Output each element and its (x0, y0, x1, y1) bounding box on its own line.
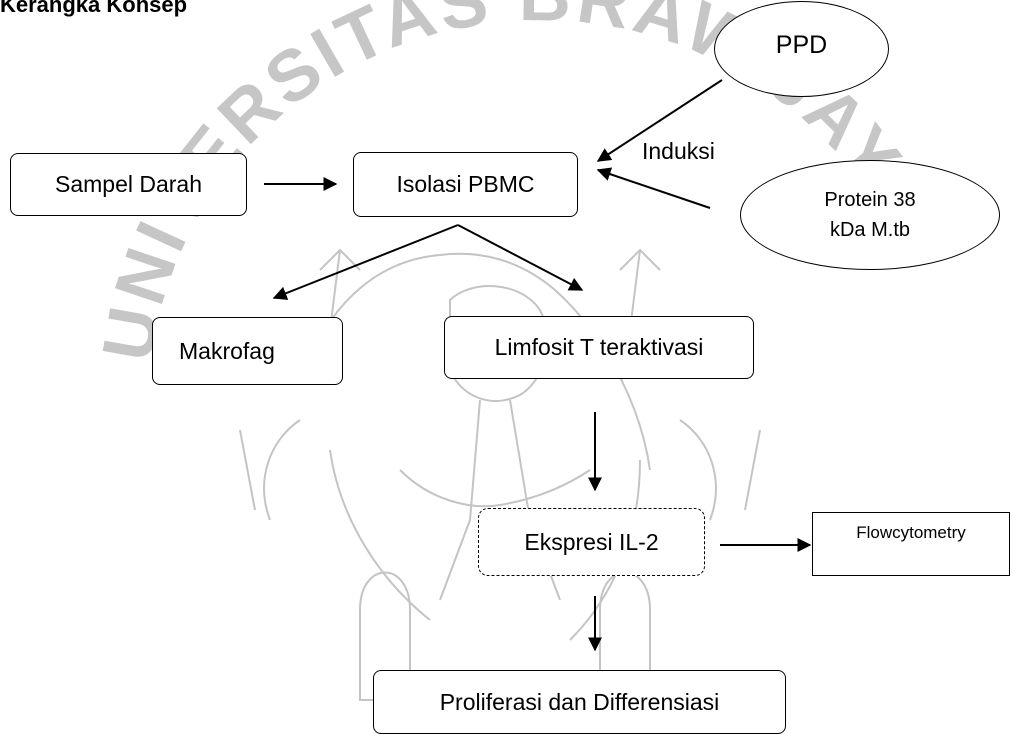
node-isolasi-pbmc: Isolasi PBMC (353, 152, 578, 217)
node-ppd: PPD (714, 1, 889, 97)
induksi-label: Induksi (642, 138, 715, 164)
arrow-isolasi-to-limfosit (457, 224, 584, 291)
node-sampel-darah: Sampel Darah (10, 153, 247, 216)
node-ekspresi-il2: Ekspresi IL-2 (478, 508, 705, 576)
arrow-isolasi-to-makrofag (272, 224, 459, 300)
node-flowcytometry: Flowcytometry (812, 512, 1010, 576)
arrow-ppd-to-isolasi (596, 79, 723, 162)
page-heading: Kerangka Konsep (0, 0, 188, 17)
ppd-label: PPD (775, 30, 828, 59)
protein-label-line1: Protein 38 (824, 189, 916, 211)
arrow-protein-to-isolasi (596, 167, 711, 209)
node-makrofag: Makrofag (152, 317, 343, 385)
node-limfosit-t: Limfosit T teraktivasi (444, 316, 754, 379)
node-protein-38: Protein 38 kDa M.tb (740, 160, 1000, 270)
protein-label-line2: kDa M.tb (829, 219, 911, 241)
node-proliferasi: Proliferasi dan Differensiasi (373, 670, 786, 734)
